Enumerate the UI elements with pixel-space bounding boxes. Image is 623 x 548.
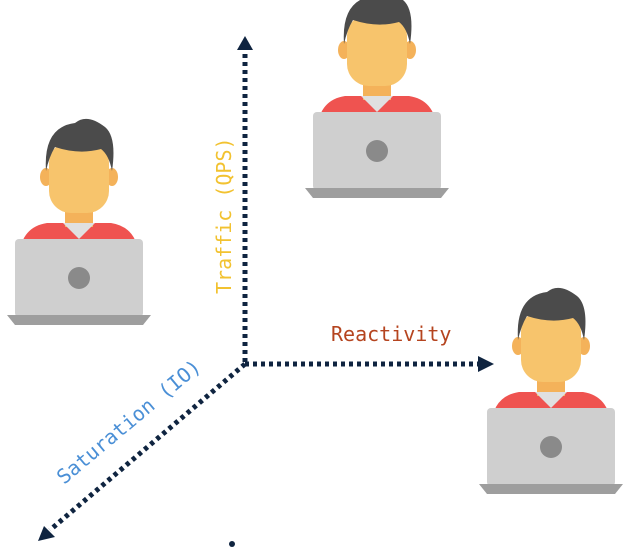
person-left-icon [7, 118, 151, 325]
axes [38, 36, 494, 547]
traffic-arrowhead [237, 36, 253, 50]
reactivity-arrowhead [478, 356, 494, 372]
saturation-arrowhead [38, 526, 55, 541]
person-top-icon [305, 0, 449, 199]
traffic-axis-label: Traffic (QPS) [212, 137, 236, 294]
saturation-axis-label: Saturation (IO) [52, 354, 206, 488]
saturation-axis [48, 362, 247, 532]
stray-dot [229, 541, 235, 547]
person-right-icon [479, 287, 623, 494]
reactivity-axis-label: Reactivity [331, 322, 451, 346]
